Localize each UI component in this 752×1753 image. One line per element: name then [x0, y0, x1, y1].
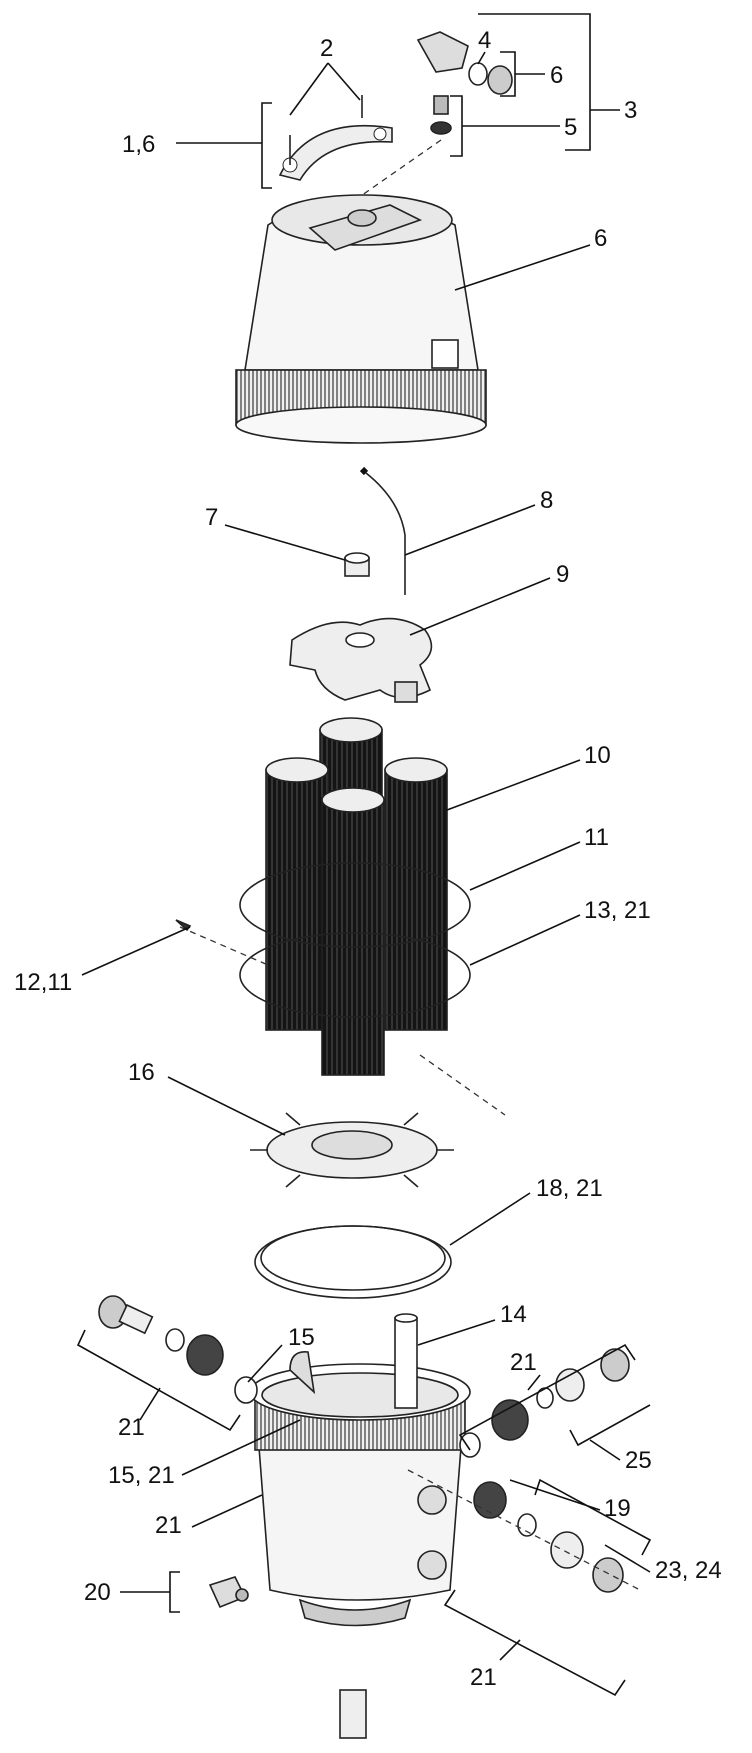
callout-20: 20: [84, 1579, 111, 1606]
callout-23-24: 23, 24: [655, 1557, 722, 1584]
callout-6-b: 6: [594, 225, 607, 252]
callout-9: 9: [556, 561, 569, 588]
lid-clamp: [278, 124, 393, 181]
callout-8: 8: [540, 487, 553, 514]
callout-leaders: [76, 13, 652, 1697]
callout-5: 5: [564, 114, 577, 141]
tank-base-icon: [249, 1313, 471, 1739]
callout-2: 2: [320, 35, 333, 62]
callout-labels: 2 1,6 4 6 3 5 6 8 7 9 10 11 13, 21 12,11…: [14, 27, 722, 1691]
callout-25: 25: [625, 1447, 652, 1474]
callout-3: 3: [624, 97, 637, 124]
callout-10: 10: [584, 742, 611, 769]
callout-21-b: 21: [510, 1349, 537, 1376]
callout-21-d: 21: [470, 1664, 497, 1691]
callout-15: 15: [288, 1324, 315, 1351]
callout-13-21: 13, 21: [584, 897, 651, 924]
screw-icon: [289, 95, 363, 165]
cartridge-icon: [265, 717, 448, 1076]
union-fitting-icon: [98, 1295, 630, 1593]
callout-11: 11: [584, 824, 609, 851]
valve-icon: [416, 31, 513, 135]
callout-14: 14: [500, 1301, 527, 1328]
manifold-icon: [289, 617, 433, 703]
bottom-manifold: [250, 1112, 454, 1188]
callout-4: 4: [478, 27, 491, 54]
tube-icon: [359, 466, 406, 595]
callout-7: 7: [205, 504, 218, 531]
callout-19: 19: [604, 1495, 631, 1522]
retainer-nut: [344, 552, 370, 577]
callout-12-11: 12,11: [14, 969, 72, 996]
callout-21-c: 21: [155, 1512, 182, 1539]
ring-icon: [239, 862, 471, 1018]
drain-assembly: [208, 1576, 249, 1609]
callout-1-6: 1,6: [122, 131, 155, 158]
callout-16: 16: [128, 1059, 155, 1086]
callout-6-a: 6: [550, 62, 563, 89]
dome-lid-icon: [235, 194, 487, 444]
callout-15-21: 15, 21: [108, 1462, 175, 1489]
o-ring-icon: [254, 1225, 452, 1299]
callout-18-21: 18, 21: [536, 1175, 603, 1202]
callout-21-a: 21: [118, 1414, 145, 1441]
